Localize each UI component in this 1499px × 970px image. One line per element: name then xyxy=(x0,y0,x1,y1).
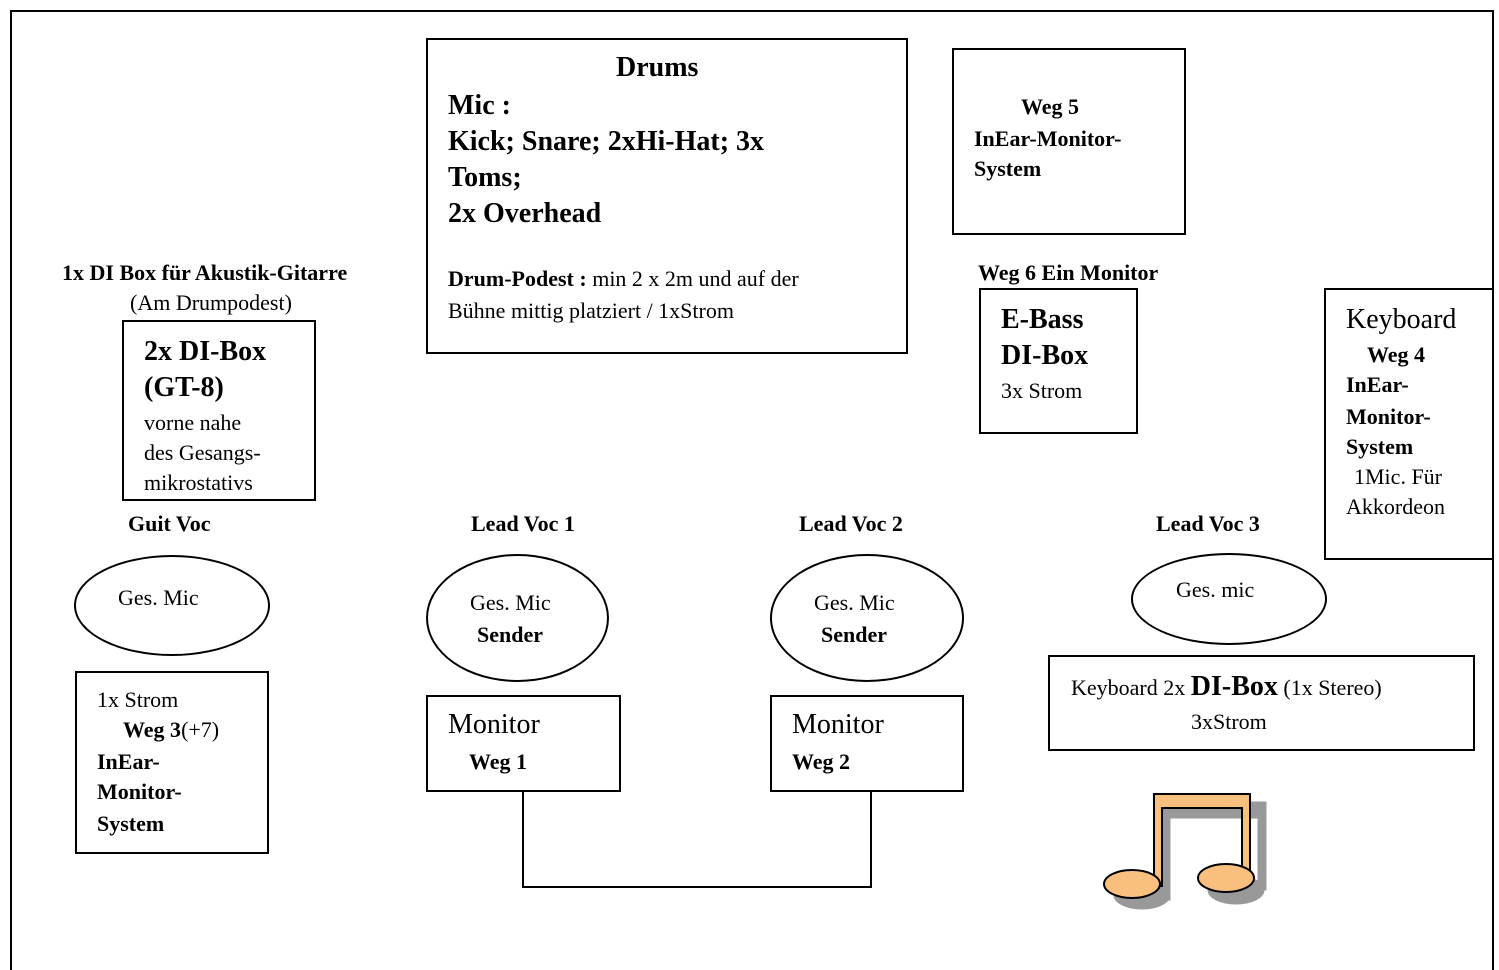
acoustic-di-heading: 1x DI Box für Akustik-Gitarre xyxy=(62,260,348,285)
ebass-line3: 3x Strom xyxy=(1001,378,1083,403)
guit-monitor-weg: Weg 3 xyxy=(123,717,182,742)
lead3-mic-label: Ges. mic xyxy=(1176,577,1255,602)
drums-podest-text-2: Bühne mittig platziert / 1xStrom xyxy=(448,298,734,323)
monitor-link-bottom xyxy=(522,886,872,888)
keyboard-right-line6: 1Mic. Für xyxy=(1354,464,1442,489)
monitor1-line2: Weg 1 xyxy=(469,749,528,774)
guit-mic-ellipse: Ges. Mic xyxy=(74,555,270,656)
guit-monitor-line2: Weg 3(+7) xyxy=(123,717,219,743)
gt8-line1: 2x DI-Box xyxy=(144,336,267,367)
lead1-mic-line2: Sender xyxy=(477,622,543,647)
keyboard-right-line3: InEar- xyxy=(1346,372,1409,397)
guit-monitor-line3: InEar- xyxy=(97,749,160,774)
lead2-mic-line1: Ges. Mic xyxy=(814,590,895,615)
keyboard-di-suffix: (1x Stereo) xyxy=(1277,675,1382,700)
keyboard-right-line5: System xyxy=(1346,434,1414,459)
drums-box: Drums Mic : Kick; Snare; 2xHi-Hat; 3x To… xyxy=(426,38,908,354)
keyboard-di-dibox: DI-Box xyxy=(1190,671,1278,702)
guit-monitor-line4: Monitor- xyxy=(97,779,182,804)
lead1-mic-ellipse: Ges. Mic Sender xyxy=(426,554,609,682)
keyboard-di-box: Keyboard 2x DI-Box (1x Stereo) 3xStrom xyxy=(1048,655,1475,751)
drums-mic-list-2: Toms; xyxy=(448,162,522,193)
keyboard-di-prefix: Keyboard 2x xyxy=(1071,675,1191,700)
keyboard-inear-box: Keyboard Weg 4 InEar- Monitor- System 1M… xyxy=(1324,288,1494,560)
guit-monitor-line5: System xyxy=(97,811,165,836)
guit-monitor-line1: 1x Strom xyxy=(97,687,179,712)
monitor-link-right xyxy=(870,792,872,888)
drums-mic-list-1: Kick; Snare; 2xHi-Hat; 3x xyxy=(448,126,765,157)
lead-voc-1-label: Lead Voc 1 xyxy=(471,511,575,536)
guit-voc-label: Guit Voc xyxy=(128,511,211,536)
weg5-line3: System xyxy=(974,156,1042,181)
gt8-di-box: 2x DI-Box (GT-8) vorne nahe des Gesangs-… xyxy=(122,320,316,501)
keyboard-di-line2: 3xStrom xyxy=(1191,709,1267,734)
guit-mic-label: Ges. Mic xyxy=(118,585,199,610)
monitor-weg2-box: Monitor Weg 2 xyxy=(770,695,964,792)
keyboard-right-line1: Keyboard xyxy=(1346,304,1457,335)
keyboard-right-line2: Weg 4 xyxy=(1367,342,1426,367)
guit-inear-box: 1x Strom Weg 3(+7) InEar- Monitor- Syste… xyxy=(75,671,269,854)
monitor-weg1-box: Monitor Weg 1 xyxy=(426,695,621,792)
lead1-mic-line1: Ges. Mic xyxy=(470,590,551,615)
monitor2-line2: Weg 2 xyxy=(792,749,851,774)
lead2-mic-line2: Sender xyxy=(821,622,887,647)
guit-monitor-plus: (+7) xyxy=(181,717,220,742)
drums-mic-list-3: 2x Overhead xyxy=(448,198,602,229)
drums-mic-label: Mic : xyxy=(448,90,511,121)
acoustic-di-subheading: (Am Drumpodest) xyxy=(130,290,292,315)
keyboard-right-line7: Akkordeon xyxy=(1346,494,1445,519)
lead-voc-2-label: Lead Voc 2 xyxy=(799,511,903,536)
ebass-line2: DI-Box xyxy=(1001,340,1089,371)
gt8-line5: mikrostativs xyxy=(144,470,253,495)
ebass-line1: E-Bass xyxy=(1001,304,1084,335)
gt8-line4: des Gesangs- xyxy=(144,440,261,465)
lead-voc-3-label: Lead Voc 3 xyxy=(1156,511,1260,536)
music-notes-icon xyxy=(1103,793,1267,910)
weg5-line2: InEar-Monitor- xyxy=(974,126,1122,151)
drums-podest-label: Drum-Podest : xyxy=(448,266,587,291)
keyboard-di-line1: Keyboard 2x DI-Box (1x Stereo) xyxy=(1071,671,1382,703)
weg5-box: Weg 5 InEar-Monitor- System xyxy=(952,48,1186,235)
gt8-line3: vorne nahe xyxy=(144,410,242,435)
lead3-mic-ellipse: Ges. mic xyxy=(1131,553,1327,645)
music-notes-fill xyxy=(1103,793,1255,899)
monitor-link-left xyxy=(522,792,524,888)
monitor2-line1: Monitor xyxy=(792,709,884,740)
lead2-mic-ellipse: Ges. Mic Sender xyxy=(770,554,964,682)
weg6-heading: Weg 6 Ein Monitor xyxy=(978,260,1159,285)
drums-podest-text-1: min 2 x 2m und auf der xyxy=(586,266,799,291)
weg5-line1: Weg 5 xyxy=(1021,94,1080,119)
drums-podest: Drum-Podest : min 2 x 2m und auf der xyxy=(448,266,799,292)
monitor1-line1: Monitor xyxy=(448,709,540,740)
gt8-line2: (GT-8) xyxy=(144,372,224,403)
keyboard-right-line4: Monitor- xyxy=(1346,404,1431,429)
drums-title: Drums xyxy=(616,52,699,83)
ebass-di-box: E-Bass DI-Box 3x Strom xyxy=(979,288,1138,434)
